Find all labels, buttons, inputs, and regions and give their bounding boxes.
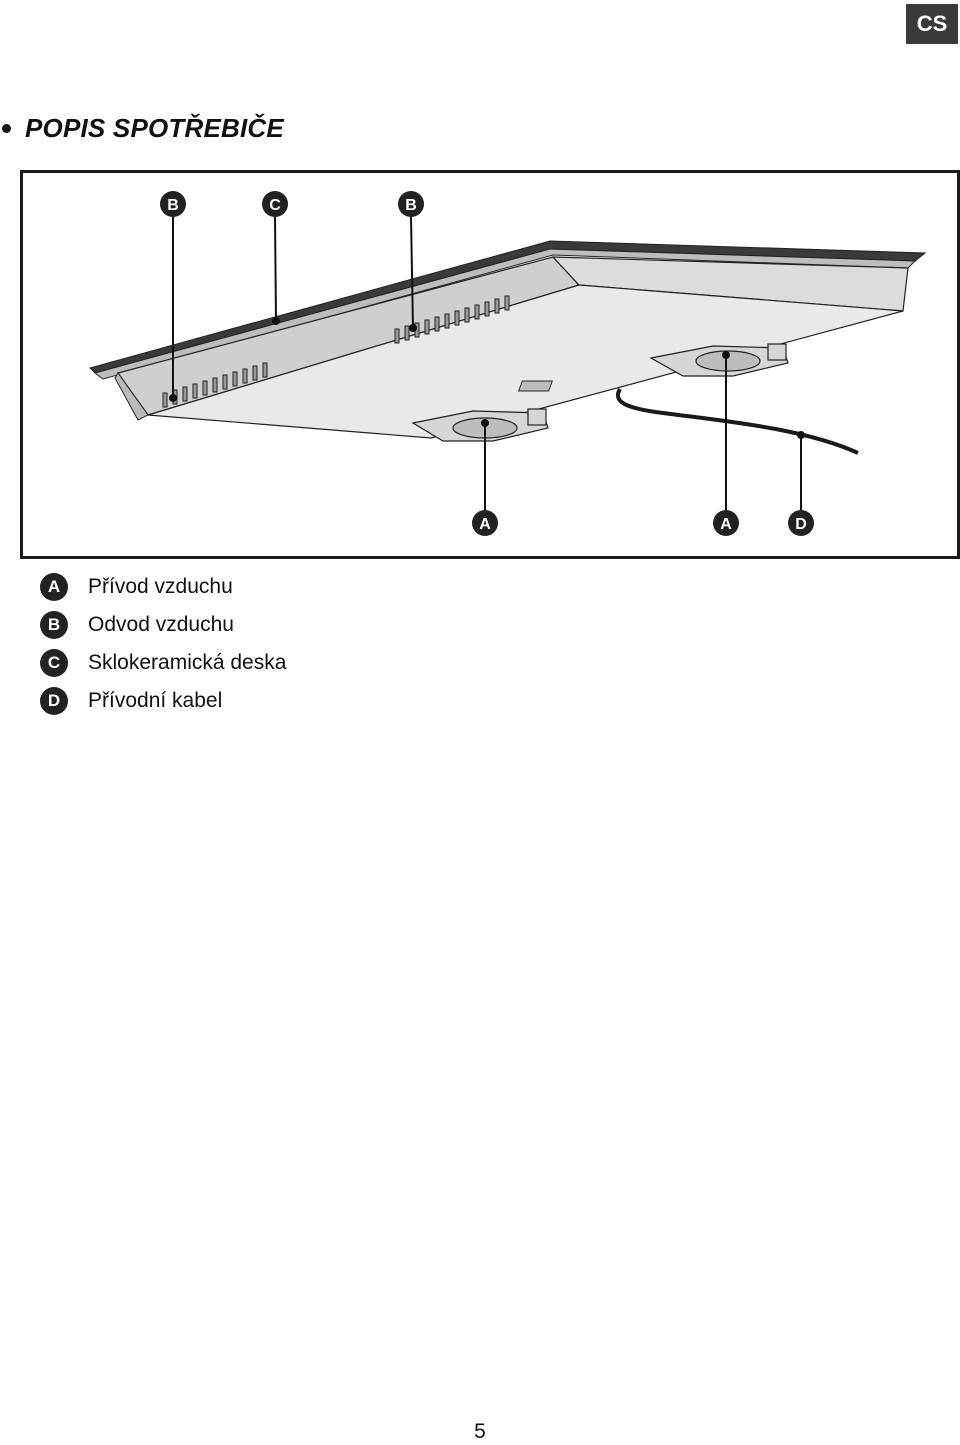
language-badge: CS bbox=[906, 4, 958, 44]
callout-label: A bbox=[479, 516, 491, 533]
fan-housing-right bbox=[649, 343, 789, 377]
legend-item-d: D Přívodní kabel bbox=[40, 682, 286, 720]
hob-underside-illustration: B C B A A D bbox=[89, 191, 927, 536]
legend-letter-a: A bbox=[40, 573, 68, 601]
bullet-icon bbox=[2, 123, 11, 133]
appliance-diagram: B C B A A D bbox=[20, 170, 960, 559]
legend-item-b: B Odvod vzduchu bbox=[40, 606, 286, 644]
callout-b-right: B bbox=[398, 191, 424, 217]
callout-c: C bbox=[262, 191, 288, 217]
legend-text-air-intake: Přívod vzduchu bbox=[88, 575, 233, 598]
legend-text-supply-cable: Přívodní kabel bbox=[88, 689, 223, 712]
callout-label: D bbox=[795, 516, 807, 533]
section-heading: POPIS SPOTŘEBIČE bbox=[0, 108, 284, 148]
callout-label: B bbox=[167, 197, 179, 214]
callout-label: C bbox=[269, 197, 281, 214]
power-cable bbox=[616, 387, 859, 455]
legend-letter-c: C bbox=[40, 649, 68, 677]
legend-letter-d: D bbox=[40, 687, 68, 715]
legend-letter-b: B bbox=[40, 611, 68, 639]
callout-b-left: B bbox=[160, 191, 186, 217]
legend-text-air-outlet: Odvod vzduchu bbox=[88, 613, 234, 636]
legend-item-c: C Sklokeramická deska bbox=[40, 644, 286, 682]
section-title: POPIS SPOTŘEBIČE bbox=[25, 112, 284, 143]
callout-a-left: A bbox=[472, 510, 498, 536]
callout-label: B bbox=[405, 197, 417, 214]
legend: A Přívod vzduchu B Odvod vzduchu C Sklok… bbox=[40, 568, 286, 720]
leader-lines bbox=[169, 216, 805, 513]
callout-d: D bbox=[788, 510, 814, 536]
legend-item-a: A Přívod vzduchu bbox=[40, 568, 286, 606]
vent-grille-right bbox=[394, 295, 510, 344]
callout-a-right: A bbox=[713, 510, 739, 536]
callout-label: A bbox=[720, 516, 732, 533]
legend-text-glass-ceramic-top: Sklokeramická deska bbox=[88, 651, 287, 674]
cable-exit bbox=[517, 380, 553, 392]
page-number: 5 bbox=[474, 1420, 486, 1443]
